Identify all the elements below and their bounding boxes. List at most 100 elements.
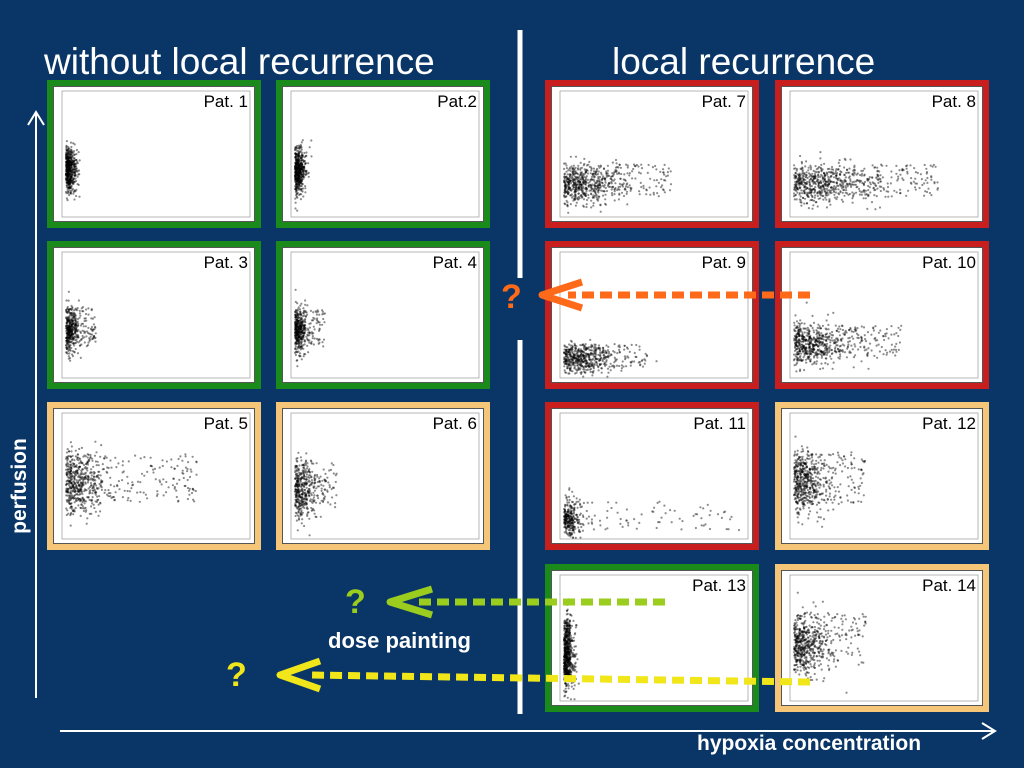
scatter-point [74, 317, 77, 320]
scatter-point [66, 165, 69, 168]
scatter-point [297, 167, 300, 170]
scatter-point [318, 338, 321, 341]
scatter-point [305, 154, 308, 157]
scatter-point [811, 180, 814, 183]
plot-frame [789, 90, 979, 218]
scatter-point [295, 519, 298, 522]
scatter-point [930, 194, 933, 197]
scatter-point [71, 306, 74, 309]
scatter-point [820, 332, 823, 335]
scatter-point [840, 198, 843, 201]
scatter-point [566, 204, 569, 207]
scatter-point [890, 170, 893, 173]
scatter-point [567, 178, 570, 181]
scatter-point [582, 368, 585, 371]
scatter-point [294, 485, 297, 488]
scatter-point [808, 358, 811, 361]
scatter-point [69, 184, 72, 187]
scatter-point [294, 323, 297, 327]
scatter-point [69, 178, 72, 181]
scatter-point [570, 340, 573, 343]
scatter-point [311, 335, 314, 338]
scatter-point [816, 194, 819, 198]
scatter-point [74, 322, 77, 325]
scatter-point [819, 193, 822, 196]
scatter-point [70, 333, 73, 336]
scatter-point [312, 325, 315, 328]
scatter-point [298, 473, 301, 476]
scatter-point [303, 156, 306, 159]
scatter-point [573, 175, 576, 178]
scatter-point [78, 312, 81, 315]
scatter-point [572, 361, 575, 364]
scatter-point [294, 309, 297, 312]
scatter-point [592, 357, 595, 360]
scatter-point [296, 182, 300, 185]
scatter-point [66, 177, 69, 180]
scatter-point [75, 188, 78, 191]
scatter-point [95, 451, 98, 454]
scatter-point [68, 173, 72, 176]
scatter-point [302, 336, 305, 339]
scatter-point [65, 153, 68, 156]
scatter-point [70, 323, 73, 326]
scatter-point [295, 484, 298, 487]
scatter-point [67, 174, 70, 177]
scatter-point [66, 175, 69, 178]
scatter-point [569, 173, 572, 176]
scatter-point [294, 177, 297, 180]
scatter-point [296, 320, 299, 323]
scatter-point [629, 364, 632, 367]
scatter-point [306, 490, 310, 493]
scatter-point [110, 496, 113, 499]
scatter-point [65, 146, 68, 149]
scatter-point [70, 150, 73, 154]
scatter-point [66, 177, 69, 180]
scatter-point [87, 475, 90, 478]
scatter-point [299, 168, 302, 171]
scatter-point [87, 478, 90, 481]
scatter-point [70, 341, 73, 344]
scatter-point [603, 351, 606, 354]
scatter-point [86, 461, 89, 465]
scatter-point [71, 173, 74, 176]
scatter-point [855, 173, 858, 176]
scatter-point [798, 187, 801, 190]
scatter-point [598, 182, 601, 185]
scatter-point [613, 366, 616, 369]
scatter-point [607, 371, 610, 374]
scatter-point [640, 167, 644, 170]
scatter-point [601, 178, 604, 181]
scatter-point [569, 155, 572, 158]
scatter-point [95, 475, 98, 478]
scatter-point [593, 187, 596, 190]
scatter-point [304, 185, 307, 188]
scatter-point [294, 324, 297, 327]
scatter-point [72, 485, 75, 488]
scatter-point [595, 196, 598, 199]
scatter-point [300, 157, 303, 160]
scatter-point [294, 163, 297, 166]
scatter-point [801, 348, 804, 351]
scatter-point [93, 335, 96, 338]
scatter-point [294, 327, 297, 331]
scatter-point [584, 181, 587, 184]
scatter-point [304, 318, 307, 321]
scatter-point [322, 484, 325, 487]
scatter-point [303, 482, 306, 485]
scatter-point [579, 355, 582, 358]
scatter-point [794, 175, 797, 178]
scatter-point [810, 189, 813, 192]
scatter-point [312, 332, 315, 335]
scatter-point [68, 168, 71, 171]
scatter-point [797, 179, 800, 183]
scatter-point [307, 494, 310, 497]
scatter-point [298, 150, 301, 153]
scatter-point [323, 478, 326, 481]
scatter-point [798, 349, 801, 352]
scatter-point [87, 326, 90, 329]
scatter-point [799, 177, 802, 180]
scatter-point [294, 300, 297, 303]
scatter-point [67, 328, 70, 331]
scatter-point [826, 183, 830, 187]
